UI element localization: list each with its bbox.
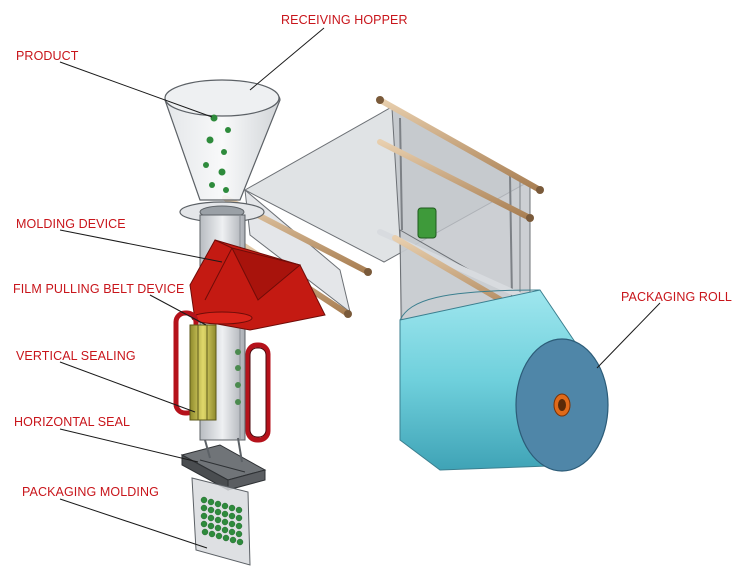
label-product: PRODUCT: [16, 49, 79, 63]
label-molding-device: MOLDING DEVICE: [16, 217, 126, 231]
leader-receiving-hopper: [249, 27, 325, 91]
leader-packaging-roll: [596, 302, 661, 369]
vertical-sealer-shape: [189, 324, 217, 421]
horizontal-seal-shape: [180, 437, 267, 491]
molding-device-shape: [189, 239, 326, 331]
package-bag: [191, 477, 251, 566]
product-pellets: [203, 114, 231, 193]
leader-packaging-molding: [59, 498, 208, 549]
receiving-hopper-shape: [164, 79, 281, 223]
packaging-roll: [399, 289, 609, 472]
roller-rod: [376, 96, 544, 194]
leader-horizontal-seal: [59, 428, 199, 463]
label-packaging-molding: PACKAGING MOLDING: [22, 485, 159, 499]
label-film-pulling-belt-device: FILM PULLING BELT DEVICE: [13, 282, 185, 296]
leader-lines: [59, 27, 661, 549]
sensor-block: [417, 207, 437, 239]
label-packaging-roll: PACKAGING ROLL: [621, 290, 732, 304]
label-horizontal-seal: HORIZONTAL SEAL: [14, 415, 131, 429]
leader-product: [59, 61, 213, 118]
leader-film-pulling-belt: [149, 294, 207, 326]
leader-vertical-sealing: [59, 361, 196, 413]
label-receiving-hopper: RECEIVING HOPPER: [281, 13, 408, 27]
label-vertical-sealing: VERTICAL SEALING: [16, 349, 136, 363]
leader-molding-device: [59, 229, 223, 263]
roller-rod: [377, 139, 534, 222]
